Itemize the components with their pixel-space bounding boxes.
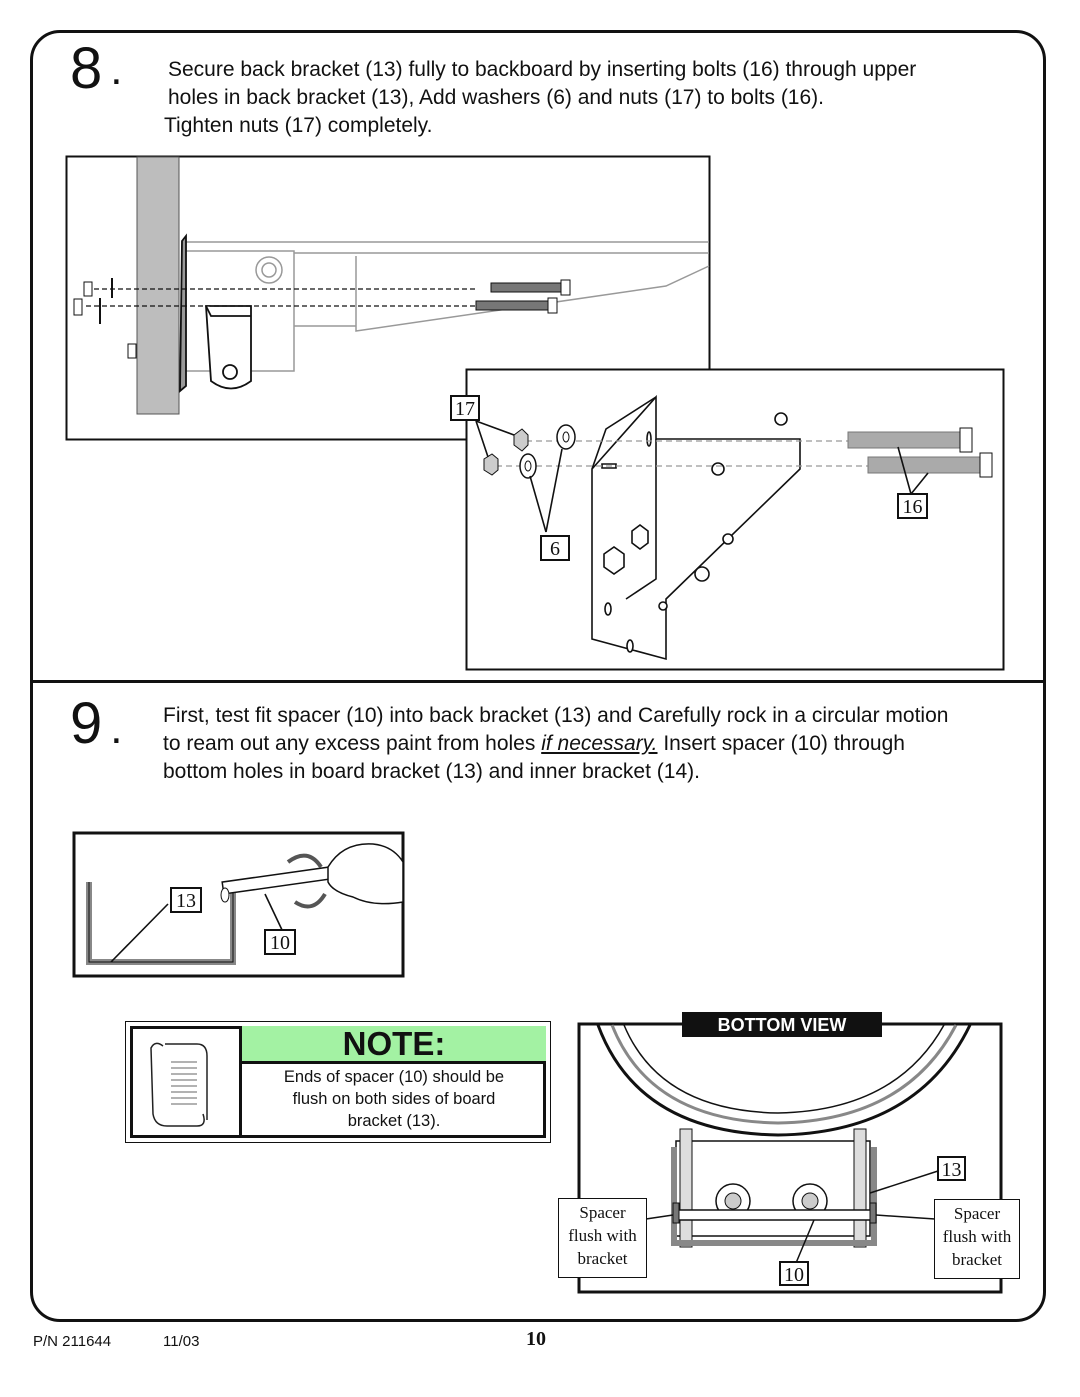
left-label-line-3: bracket <box>577 1249 628 1268</box>
callout-spacer-10: 10 <box>264 929 296 955</box>
note-body-line-3: bracket (13). <box>347 1112 441 1130</box>
right-label-line-1: Spacer <box>953 1204 1001 1223</box>
step-9-line-3: bottom holes in board bracket (13) and i… <box>163 760 700 783</box>
callout-bolt-16: 16 <box>897 493 928 519</box>
step-9-spacer-test-fit-illustration <box>72 831 405 978</box>
right-spacer-flush-label: Spacer flush with bracket <box>934 1199 1020 1279</box>
step-8-digit: 8 <box>70 36 103 101</box>
step-9-line-2-end: Insert spacer (10) through <box>657 732 905 755</box>
step-8-line-1: Secure back bracket (13) fully to backbo… <box>168 58 917 81</box>
step-8-number: 8. <box>70 40 123 98</box>
note-body-line-1: Ends of spacer (10) should be <box>283 1068 505 1086</box>
step-9-emphasis: if necessary. <box>541 732 658 755</box>
note-box: NOTE: Ends of spacer (10) should be flus… <box>125 1021 551 1143</box>
note-separator <box>239 1026 242 1138</box>
step-9-line-2: to ream out any excess paint from holes … <box>163 730 1043 758</box>
left-spacer-flush-label: Spacer flush with bracket <box>558 1198 647 1278</box>
step-9-number: 9. <box>70 695 123 753</box>
note-title: NOTE: <box>242 1026 546 1064</box>
callout-bracket-13: 13 <box>170 887 202 913</box>
note-clip-icon <box>150 1042 208 1127</box>
bottom-view-callout-bracket-13: 13 <box>937 1156 966 1181</box>
note-body: Ends of spacer (10) should be flush on b… <box>242 1066 546 1132</box>
step-8-line-2: holes in back bracket (13), Add washers … <box>168 86 824 109</box>
left-label-line-2: flush with <box>568 1226 637 1245</box>
step-9-line-2-start: to ream out any excess paint from holes <box>163 732 542 755</box>
bottom-view-illustration <box>577 1022 1003 1294</box>
page-number: 10 <box>526 1328 546 1350</box>
step-9-line-1: First, test fit spacer (10) into back br… <box>163 704 949 727</box>
step-8-dot: . <box>110 45 123 94</box>
callout-nut-17: 17 <box>450 395 480 421</box>
step-8-instructions: Secure back bracket (13) fully to backbo… <box>164 56 1028 140</box>
callout-washer-6: 6 <box>540 535 570 561</box>
right-label-line-2: flush with <box>942 1227 1012 1246</box>
note-body-line-2: flush on both sides of board <box>292 1090 496 1108</box>
right-label-line-3: bracket <box>951 1250 1003 1269</box>
left-label-line-1: Spacer <box>579 1203 626 1222</box>
footer-part-number: P/N 211644 <box>33 1333 112 1350</box>
step-9-dot: . <box>110 704 123 753</box>
bottom-view-title: BOTTOM VIEW <box>682 1012 882 1037</box>
step-9-instructions: First, test fit spacer (10) into back br… <box>163 702 1043 786</box>
footer-date: 11/03 <box>163 1333 200 1350</box>
bottom-view-callout-spacer-10: 10 <box>779 1261 809 1286</box>
step-9-digit: 9 <box>70 691 103 756</box>
step-8-bracket-detail-illustration <box>465 368 1005 671</box>
page-frame <box>30 30 1046 1322</box>
step-8-line-3: Tighten nuts (17) completely. <box>164 114 433 137</box>
section-divider <box>31 680 1046 683</box>
